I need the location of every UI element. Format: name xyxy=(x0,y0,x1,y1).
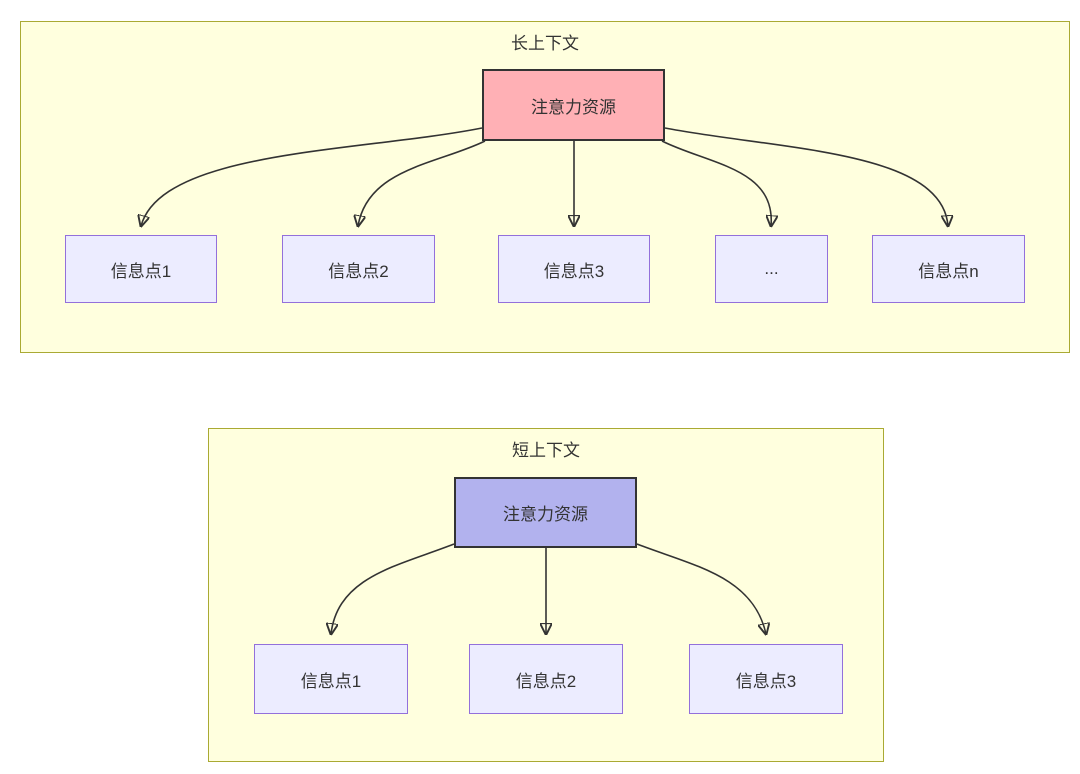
node-info-point-ellipsis-long: ... xyxy=(715,235,828,303)
node-info-point-1-short: 信息点1 xyxy=(254,644,408,714)
node-info-point-2-short: 信息点2 xyxy=(469,644,623,714)
cluster-title-short: 短上下文 xyxy=(512,441,580,460)
node-attention-resource-short: 注意力资源 xyxy=(454,477,637,548)
node-info-point-2-long: 信息点2 xyxy=(282,235,435,303)
node-info-point-1-long: 信息点1 xyxy=(65,235,217,303)
node-info-point-3-short: 信息点3 xyxy=(689,644,843,714)
node-info-point-n-long: 信息点n xyxy=(872,235,1025,303)
node-info-point-3-long: 信息点3 xyxy=(498,235,650,303)
cluster-title-long: 长上下文 xyxy=(511,34,579,53)
node-attention-resource-long: 注意力资源 xyxy=(482,69,665,141)
